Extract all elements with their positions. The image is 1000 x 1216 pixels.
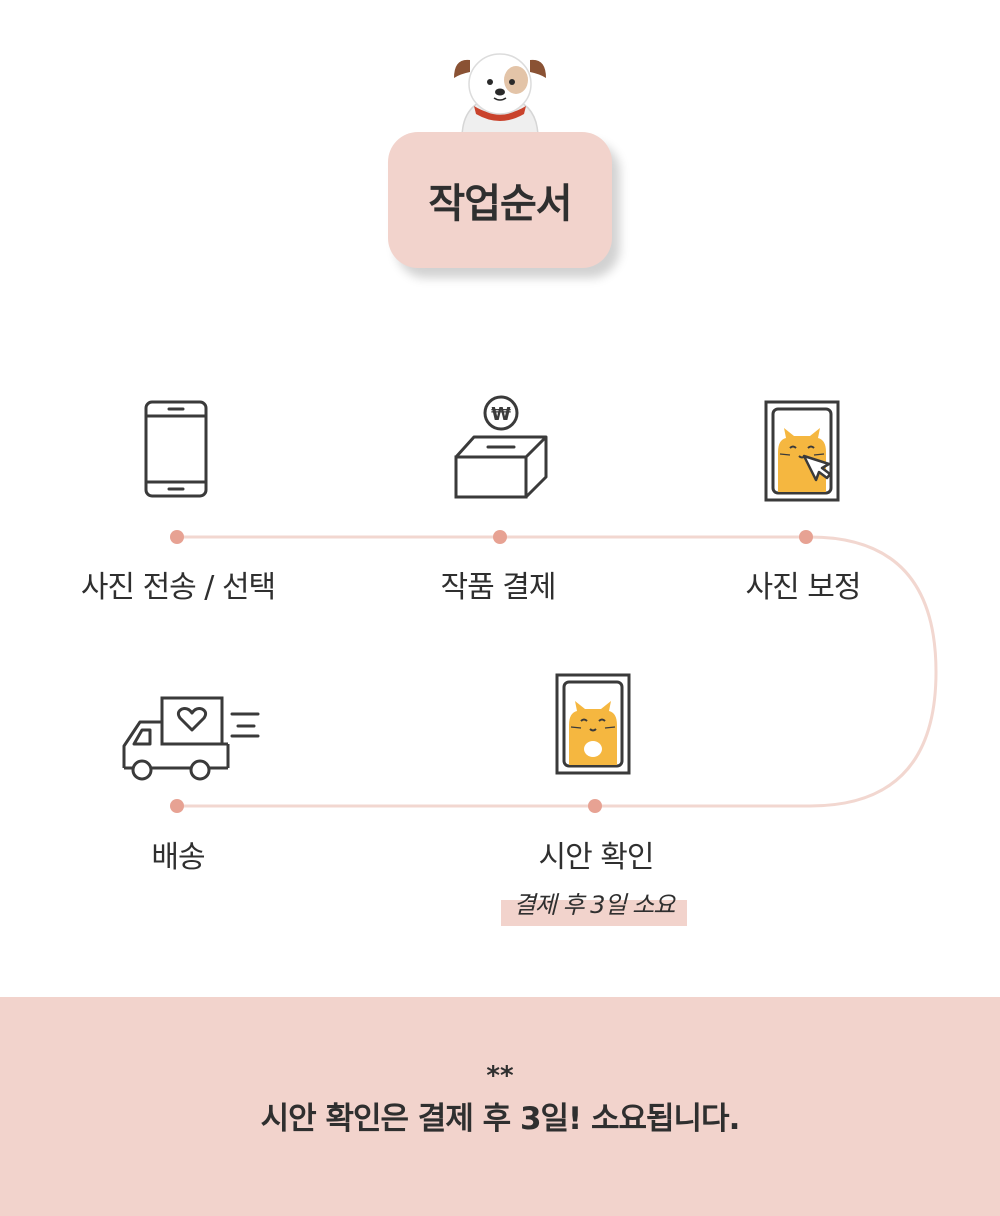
delivery-truck-icon [122, 696, 260, 781]
title-box: 작업순서 [388, 132, 612, 268]
framed-photo-icon [555, 673, 631, 775]
footer-stars: ** [486, 1061, 514, 1091]
smartphone-icon [144, 400, 208, 498]
step-label-photo-edit: 사진 보정 [745, 570, 862, 605]
page-title: 작업순서 [428, 181, 572, 227]
footer-banner: ** 시안 확인은 결제 후 3일! 소요됩니다. [0, 997, 1000, 1216]
draft-review-note-text: 결제 후 3일 소요 [513, 891, 676, 919]
svg-text:₩: ₩ [491, 404, 511, 425]
photo-edit-icon [764, 400, 840, 502]
step-label-draft-review: 시안 확인 [538, 840, 655, 875]
step-label-payment: 작품 결제 [440, 570, 557, 605]
dog-mascot-icon [454, 53, 546, 138]
payment-box-icon: ₩ [454, 395, 548, 499]
step-dot [493, 530, 507, 544]
step-dot [799, 530, 813, 544]
step-label-photo-upload: 사진 전송 / 선택 [80, 570, 276, 605]
draft-review-note: 결제 후 3일 소요 [501, 893, 687, 926]
footer-notice: 시안 확인은 결제 후 3일! 소요됩니다. [260, 1101, 741, 1137]
step-label-delivery: 배송 [151, 840, 205, 875]
step-dot [170, 799, 184, 813]
step-dot [170, 530, 184, 544]
step-dot [588, 799, 602, 813]
